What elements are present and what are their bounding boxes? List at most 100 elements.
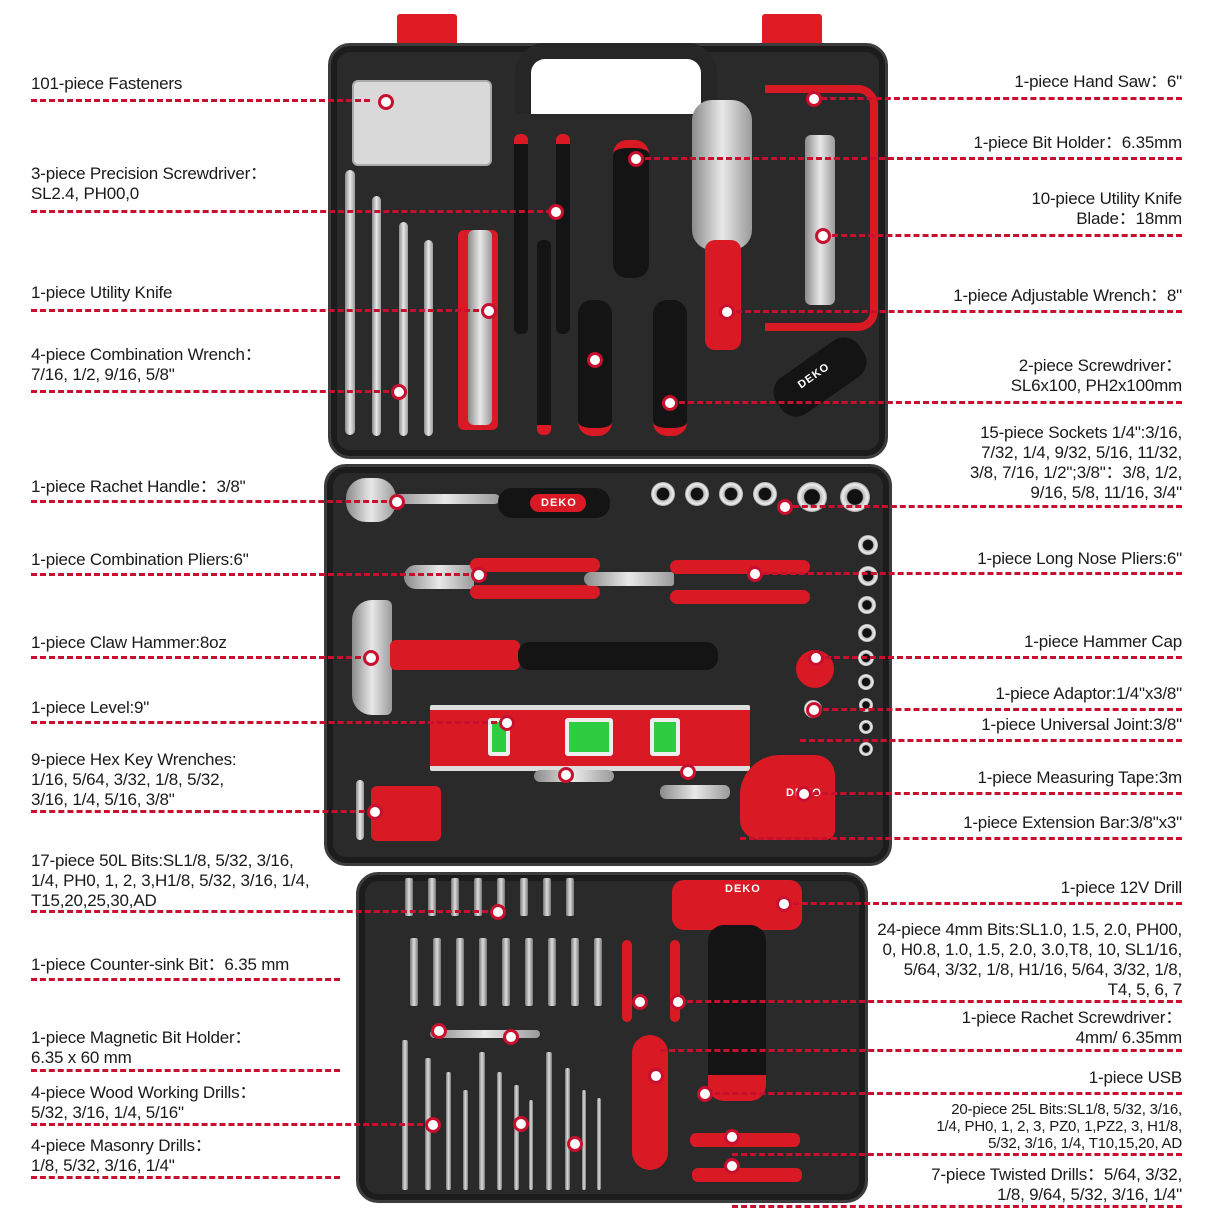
callout-sockets: 15-piece Sockets 1/4":3/16, 7/32, 1/4, 9… xyxy=(969,423,1182,502)
drill-bit xyxy=(529,1100,533,1190)
callout-leader-line xyxy=(800,739,1182,742)
screwdriver-bit xyxy=(543,878,551,916)
callout-marker-dot xyxy=(378,94,394,110)
callout-masonry-drills: 4-piece Masonry Drills： 1/8, 5/32, 3/16,… xyxy=(31,1136,212,1175)
callout-marker-dot xyxy=(747,566,763,582)
callout-leader-line xyxy=(727,310,1182,313)
callout-leader-line xyxy=(31,656,370,659)
callout-leader-line xyxy=(740,837,1182,840)
drill-bit xyxy=(446,1072,451,1190)
bit-strip-25l xyxy=(692,1168,802,1182)
socket xyxy=(858,535,878,555)
screwdriver-bit xyxy=(571,938,579,1006)
callout-leader-line xyxy=(31,1069,340,1072)
callout-marker-dot xyxy=(425,1117,441,1133)
screwdriver-bit xyxy=(405,878,413,916)
callout-marker-dot xyxy=(389,494,405,510)
magnetic-bit-holder xyxy=(430,1030,540,1038)
callout-leader-line xyxy=(31,99,370,102)
callout-wood-drills: 4-piece Wood Working Drills： 5/32, 3/16,… xyxy=(31,1083,257,1122)
callout-marker-dot xyxy=(558,767,574,783)
callout-leader-line xyxy=(31,721,506,724)
ratchet-screwdriver xyxy=(632,1035,668,1170)
callout-25l-bits: 20-piece 25L Bits:SL1/8, 5/32, 3/16, 1/4… xyxy=(936,1101,1182,1152)
callout-4mm-bits: 24-piece 4mm Bits:SL1.0, 1.5, 2.0, PH00,… xyxy=(877,920,1182,999)
level-vial xyxy=(565,718,613,756)
screwdriver-bit xyxy=(566,878,574,916)
callout-marker-dot xyxy=(490,904,506,920)
callout-leader-line xyxy=(754,572,1182,575)
callout-marker-dot xyxy=(724,1129,740,1145)
screwdriver-bit xyxy=(479,938,487,1006)
screwdriver-bit xyxy=(456,938,464,1006)
callout-leader-line xyxy=(732,1153,1182,1156)
socket xyxy=(859,720,873,734)
drill-bit xyxy=(597,1098,601,1190)
precision-screwdriver xyxy=(537,240,551,435)
drill-bit xyxy=(565,1068,570,1190)
callout-marker-dot xyxy=(481,303,497,319)
adjustable-wrench xyxy=(692,100,752,250)
callout-leader-line xyxy=(31,810,374,813)
screwdriver-bit xyxy=(428,878,436,916)
callout-twisted-drills: 7-piece Twisted Drills：5/64, 3/32, 1/8, … xyxy=(931,1165,1182,1204)
screwdriver-bit xyxy=(433,938,441,1006)
socket xyxy=(719,482,743,506)
callout-marker-dot xyxy=(808,650,824,666)
callout-leader-line xyxy=(31,309,488,312)
callout-knife-blades: 10-piece Utility Knife Blade：18mm xyxy=(1031,189,1182,228)
claw-hammer-handle xyxy=(390,640,520,670)
combination-wrench xyxy=(424,240,433,436)
combination-wrench xyxy=(345,170,355,435)
callout-leader-line xyxy=(31,210,552,213)
callout-marker-dot xyxy=(628,151,644,167)
callout-leader-line xyxy=(823,234,1182,237)
callout-leader-line xyxy=(670,401,1182,404)
ratchet-handle-badge xyxy=(530,494,586,512)
callout-marker-dot xyxy=(724,1158,740,1174)
extension-bar xyxy=(534,770,614,782)
screwdriver-bit xyxy=(410,938,418,1006)
callout-hand-saw: 1-piece Hand Saw：6" xyxy=(1014,72,1182,91)
callout-marker-dot xyxy=(796,786,812,802)
combination-pliers-handle xyxy=(470,585,600,599)
drill-bit xyxy=(463,1090,468,1190)
callout-adjustable-wrench: 1-piece Adjustable Wrench：8" xyxy=(953,286,1182,305)
callout-marker-dot xyxy=(662,395,678,411)
case-handle-top xyxy=(515,43,717,114)
level-vial xyxy=(650,718,680,756)
screwdriver-bit xyxy=(548,938,556,1006)
screwdriver-bit xyxy=(497,878,505,916)
callout-precision-screwdriver: 3-piece Precision Screwdriver： SL2.4, PH… xyxy=(31,164,267,203)
callout-extension-bar: 1-piece Extension Bar:3/8"x3" xyxy=(963,813,1182,832)
socket xyxy=(859,742,873,756)
callout-leader-line xyxy=(31,1176,340,1179)
drill-bit xyxy=(402,1040,408,1190)
socket xyxy=(858,674,874,690)
brand-logo: DEKO xyxy=(541,497,577,509)
hand-saw-frame xyxy=(765,85,878,331)
cordless-drill-grip xyxy=(708,925,766,1101)
callout-counter-sink-bit: 1-piece Counter-sink Bit：6.35 mm xyxy=(31,955,290,974)
callout-leader-line xyxy=(31,978,340,981)
callout-marker-dot xyxy=(431,1023,447,1039)
callout-leader-line xyxy=(804,792,1182,795)
drill-bit xyxy=(514,1085,519,1190)
screwdriver-bit xyxy=(502,938,510,1006)
callout-leader-line xyxy=(31,573,478,576)
callout-level: 1-piece Level:9" xyxy=(31,698,150,717)
callout-marker-dot xyxy=(513,1116,529,1132)
fastener-box xyxy=(352,80,492,166)
callout-hex-keys: 9-piece Hex Key Wrenches: 1/16, 5/64, 3/… xyxy=(31,750,237,809)
callout-marker-dot xyxy=(567,1136,583,1152)
callout-marker-dot xyxy=(471,567,487,583)
drill-bit xyxy=(479,1052,485,1190)
callout-claw-hammer: 1-piece Claw Hammer:8oz xyxy=(31,633,227,652)
socket xyxy=(858,596,876,614)
bit-strip-4mm xyxy=(622,940,632,1022)
screwdriver-bit xyxy=(474,878,482,916)
callout-leader-line xyxy=(660,1049,1182,1052)
combination-pliers-handle xyxy=(470,558,600,572)
callout-marker-dot xyxy=(719,304,735,320)
socket xyxy=(858,566,878,586)
